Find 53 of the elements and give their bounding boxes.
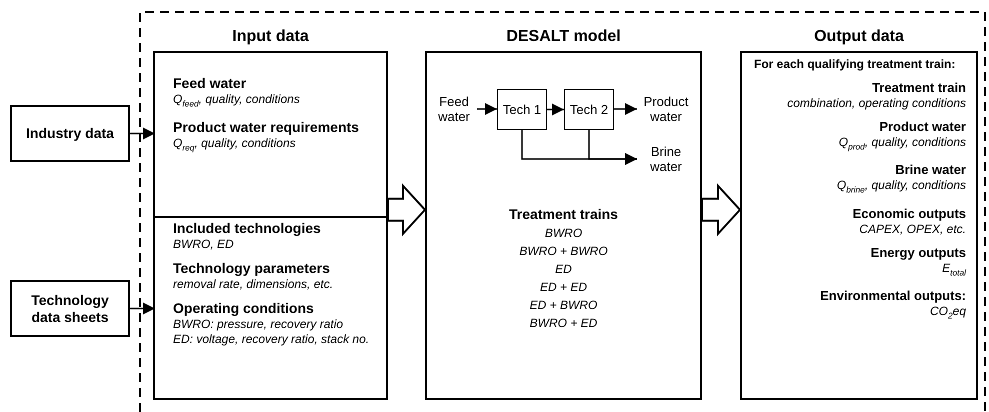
node-label: Technology data sheets [30, 292, 110, 326]
item-description: CAPEX, OPEX, etc. [858, 222, 966, 237]
block-arrow [701, 183, 742, 236]
block-arrow [387, 183, 426, 236]
train-combination: BWRO [544, 225, 584, 242]
item-heading: Included technologies [173, 220, 322, 237]
item-heading: Feed water [173, 75, 248, 92]
item-description: BWRO: pressure, recovery ratio [173, 317, 344, 332]
item-heading: Technology parameters [173, 260, 331, 277]
arrow [547, 104, 564, 116]
item-heading: Environmental outputs: [819, 288, 966, 304]
item-description: E$_{total}$ [941, 260, 966, 280]
arrow [477, 103, 497, 115]
train-combination: ED [554, 261, 573, 278]
arrow [130, 128, 155, 140]
node-label: Brine water [649, 144, 683, 174]
section-heading: Output data [813, 28, 905, 46]
item-description: ED: voltage, recovery ratio, stack no. [173, 332, 370, 347]
node-label: Tech 1 [502, 102, 542, 117]
item-description: CO$_{2}$eq [928, 304, 966, 323]
item-heading: Product water [878, 119, 966, 135]
source-box [10, 105, 130, 162]
node-label: Industry data [26, 125, 114, 142]
train-combination: ED + ED [538, 279, 588, 296]
train-combination: BWRO + BWRO [518, 243, 609, 260]
item-heading: Economic outputs [852, 206, 966, 222]
item-heading: Product water requirements [173, 119, 360, 136]
item-heading: Treatment trains [508, 205, 619, 224]
source-box [10, 280, 130, 337]
section-heading: Input data [231, 28, 310, 46]
arrow [130, 302, 155, 314]
item-description: BWRO, ED [173, 237, 235, 252]
train-combination: ED + BWRO [528, 297, 598, 314]
item-description: combination, operating conditions [786, 96, 966, 111]
item-heading: Operating conditions [173, 300, 315, 317]
train-combination: BWRO + ED [528, 315, 598, 332]
item-description: Q$_{brine}$, quality, conditions [836, 178, 966, 197]
item-description: removal rate, dimensions, etc. [173, 277, 334, 292]
node-label: Product water [642, 94, 690, 124]
node-label: Feed water [437, 94, 471, 124]
arrow [614, 103, 637, 115]
intro-text: For each qualifying treatment train: [754, 57, 956, 72]
node-label: Tech 2 [570, 102, 608, 117]
item-heading: Brine water [894, 162, 966, 178]
process-box [564, 89, 614, 130]
arrow [588, 130, 637, 165]
item-description: Q$_{prod}$, quality, conditions [838, 135, 966, 154]
item-description: Q$_{feed}$, quality, conditions [173, 92, 301, 110]
process-box [497, 89, 547, 130]
item-description: Q$_{req}$, quality, conditions [173, 136, 297, 155]
section-heading: DESALT model [505, 28, 622, 46]
item-heading: Energy outputs [870, 244, 966, 261]
item-heading: Treatment train [871, 80, 966, 96]
